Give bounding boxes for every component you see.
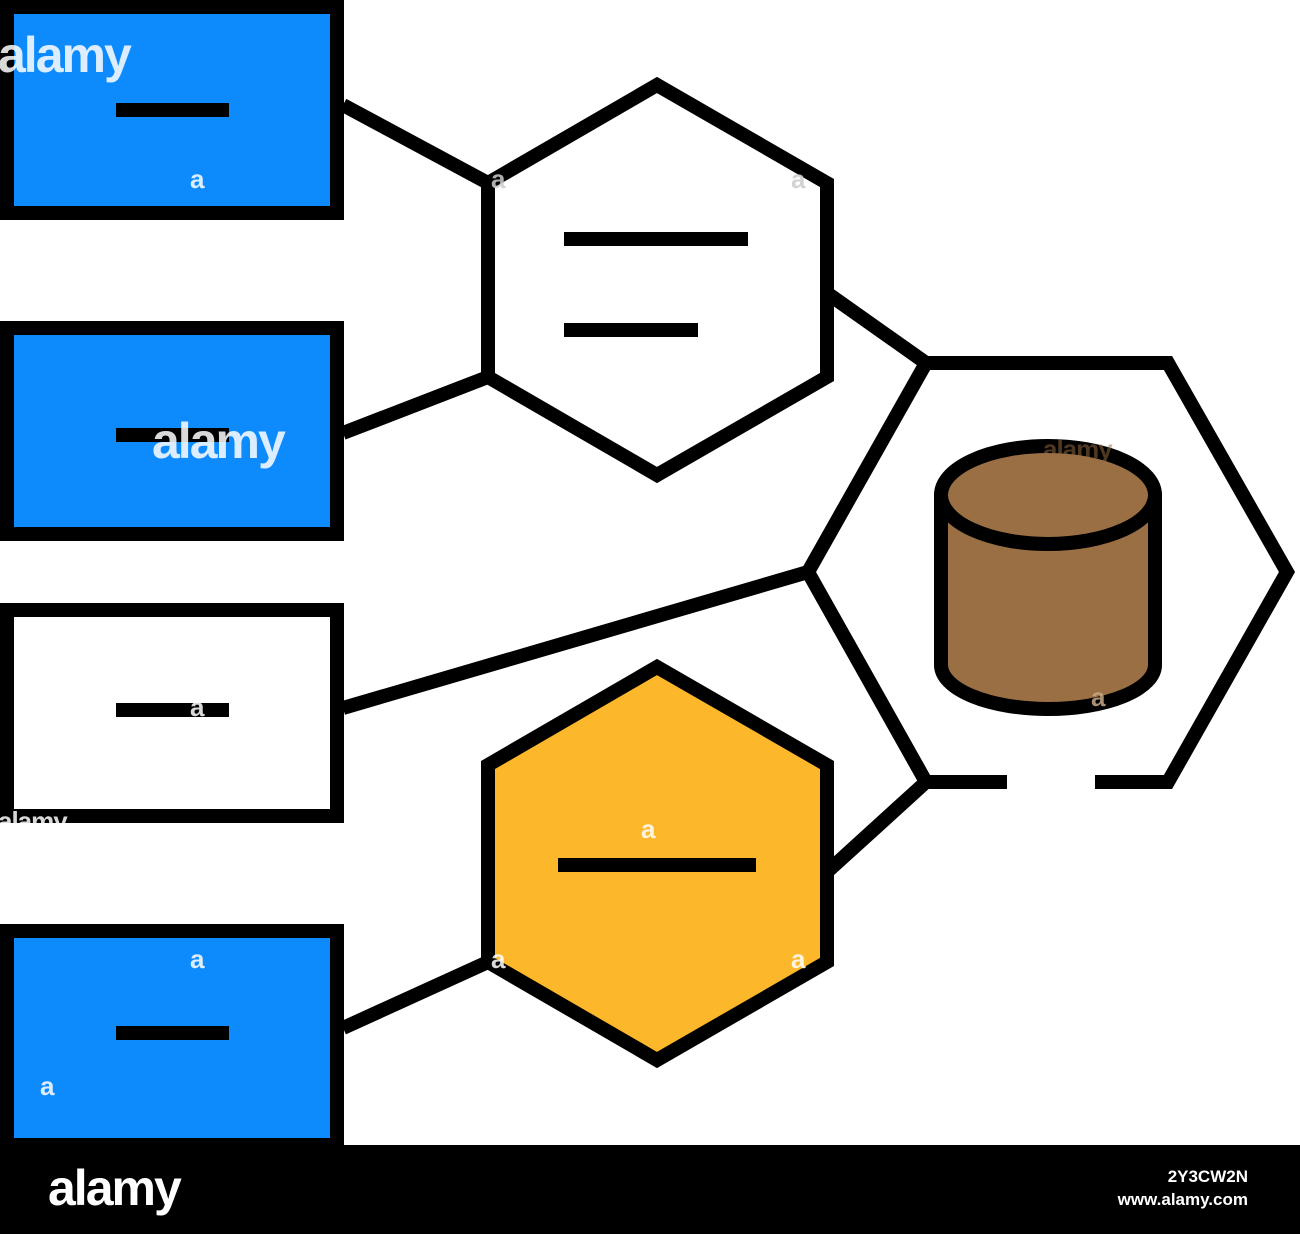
box-1-rect: [0, 0, 344, 220]
footer-logo: alamy: [48, 1160, 182, 1216]
connector-box2-hextop: [340, 370, 491, 440]
connector-box1-hextop: [339, 98, 492, 190]
connector-box4-hexbottom: [340, 955, 491, 1035]
watermark-logo-1: alamy: [0, 27, 132, 83]
hex-center: [799, 356, 1296, 789]
hex-bottom: [481, 658, 834, 1069]
connector-hextop-hexcenter: [822, 287, 931, 369]
database-body: [934, 488, 1162, 716]
watermark-mark-3: a: [190, 944, 205, 974]
watermark-mark-7: a: [791, 944, 806, 974]
watermark-logo-3: alamy: [0, 806, 68, 836]
watermark-mark-8: a: [491, 164, 506, 194]
box-4: [0, 924, 344, 1145]
watermark-mark-5: a: [641, 814, 656, 844]
box-1: [0, 0, 344, 220]
watermark-mark-10: a: [1091, 682, 1106, 712]
watermark-mark-1: a: [190, 164, 205, 194]
footer-bar: alamy 2Y3CW2N www.alamy.com: [0, 1145, 1300, 1234]
connections: [339, 98, 931, 1035]
footer-url: www.alamy.com: [1117, 1190, 1248, 1209]
image-id-label: 2Y3CW2N: [1167, 1167, 1248, 1186]
hex-top: [481, 76, 834, 484]
database-icon: [934, 439, 1162, 716]
diagram-svg: alamy alamy alamy alamy a a a a a a a a …: [0, 0, 1296, 1145]
box-3: [0, 603, 344, 823]
database-top: [934, 439, 1162, 551]
watermark-logo-4: alamy: [1043, 434, 1113, 464]
watermark-mark-9: a: [791, 164, 806, 194]
watermark-mark-4: a: [40, 1071, 55, 1101]
box-2: [0, 321, 344, 541]
connector-hexbottom-hexcenter: [822, 776, 931, 878]
watermark-mark-6: a: [491, 944, 506, 974]
watermark-mark-2: a: [190, 692, 205, 722]
connector-box3-hexcenter: [341, 565, 810, 715]
hex-top-shape: [481, 76, 834, 484]
watermarks: alamy alamy alamy alamy a a a a a a a a …: [0, 27, 1114, 1101]
watermark-logo-2: alamy: [152, 413, 286, 469]
